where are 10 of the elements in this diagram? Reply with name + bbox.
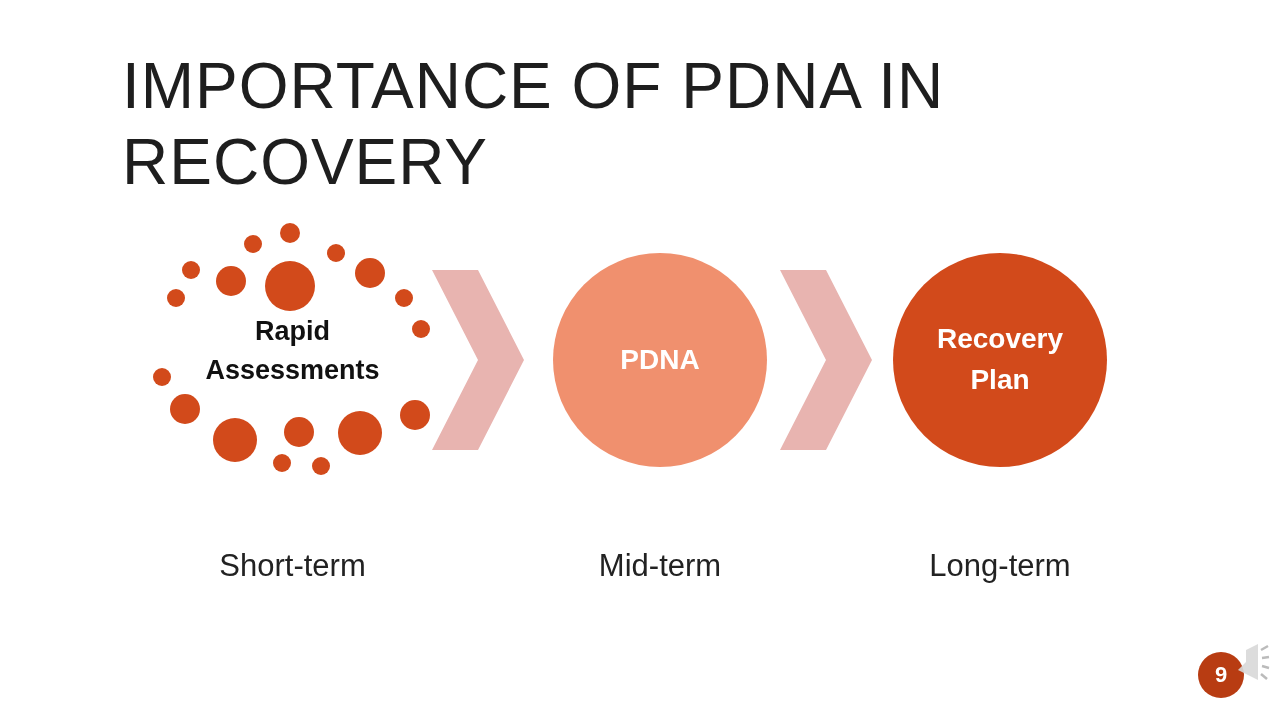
slide-title: IMPORTANCE OF PDNA IN RECOVERY (122, 49, 946, 200)
chevron-arrow (780, 270, 872, 450)
timeframe-label: Long-term (929, 548, 1071, 584)
slide-number: 9 (1198, 652, 1244, 698)
stage-label: PDNA (619, 342, 701, 377)
timeframe-label: Mid-term (598, 548, 722, 584)
stage-label: Recovery Plan (935, 322, 1065, 397)
chevron-arrow (432, 270, 524, 450)
timeframe-label: Short-term (219, 548, 366, 584)
stage-label: Rapid Assessments (204, 314, 381, 387)
